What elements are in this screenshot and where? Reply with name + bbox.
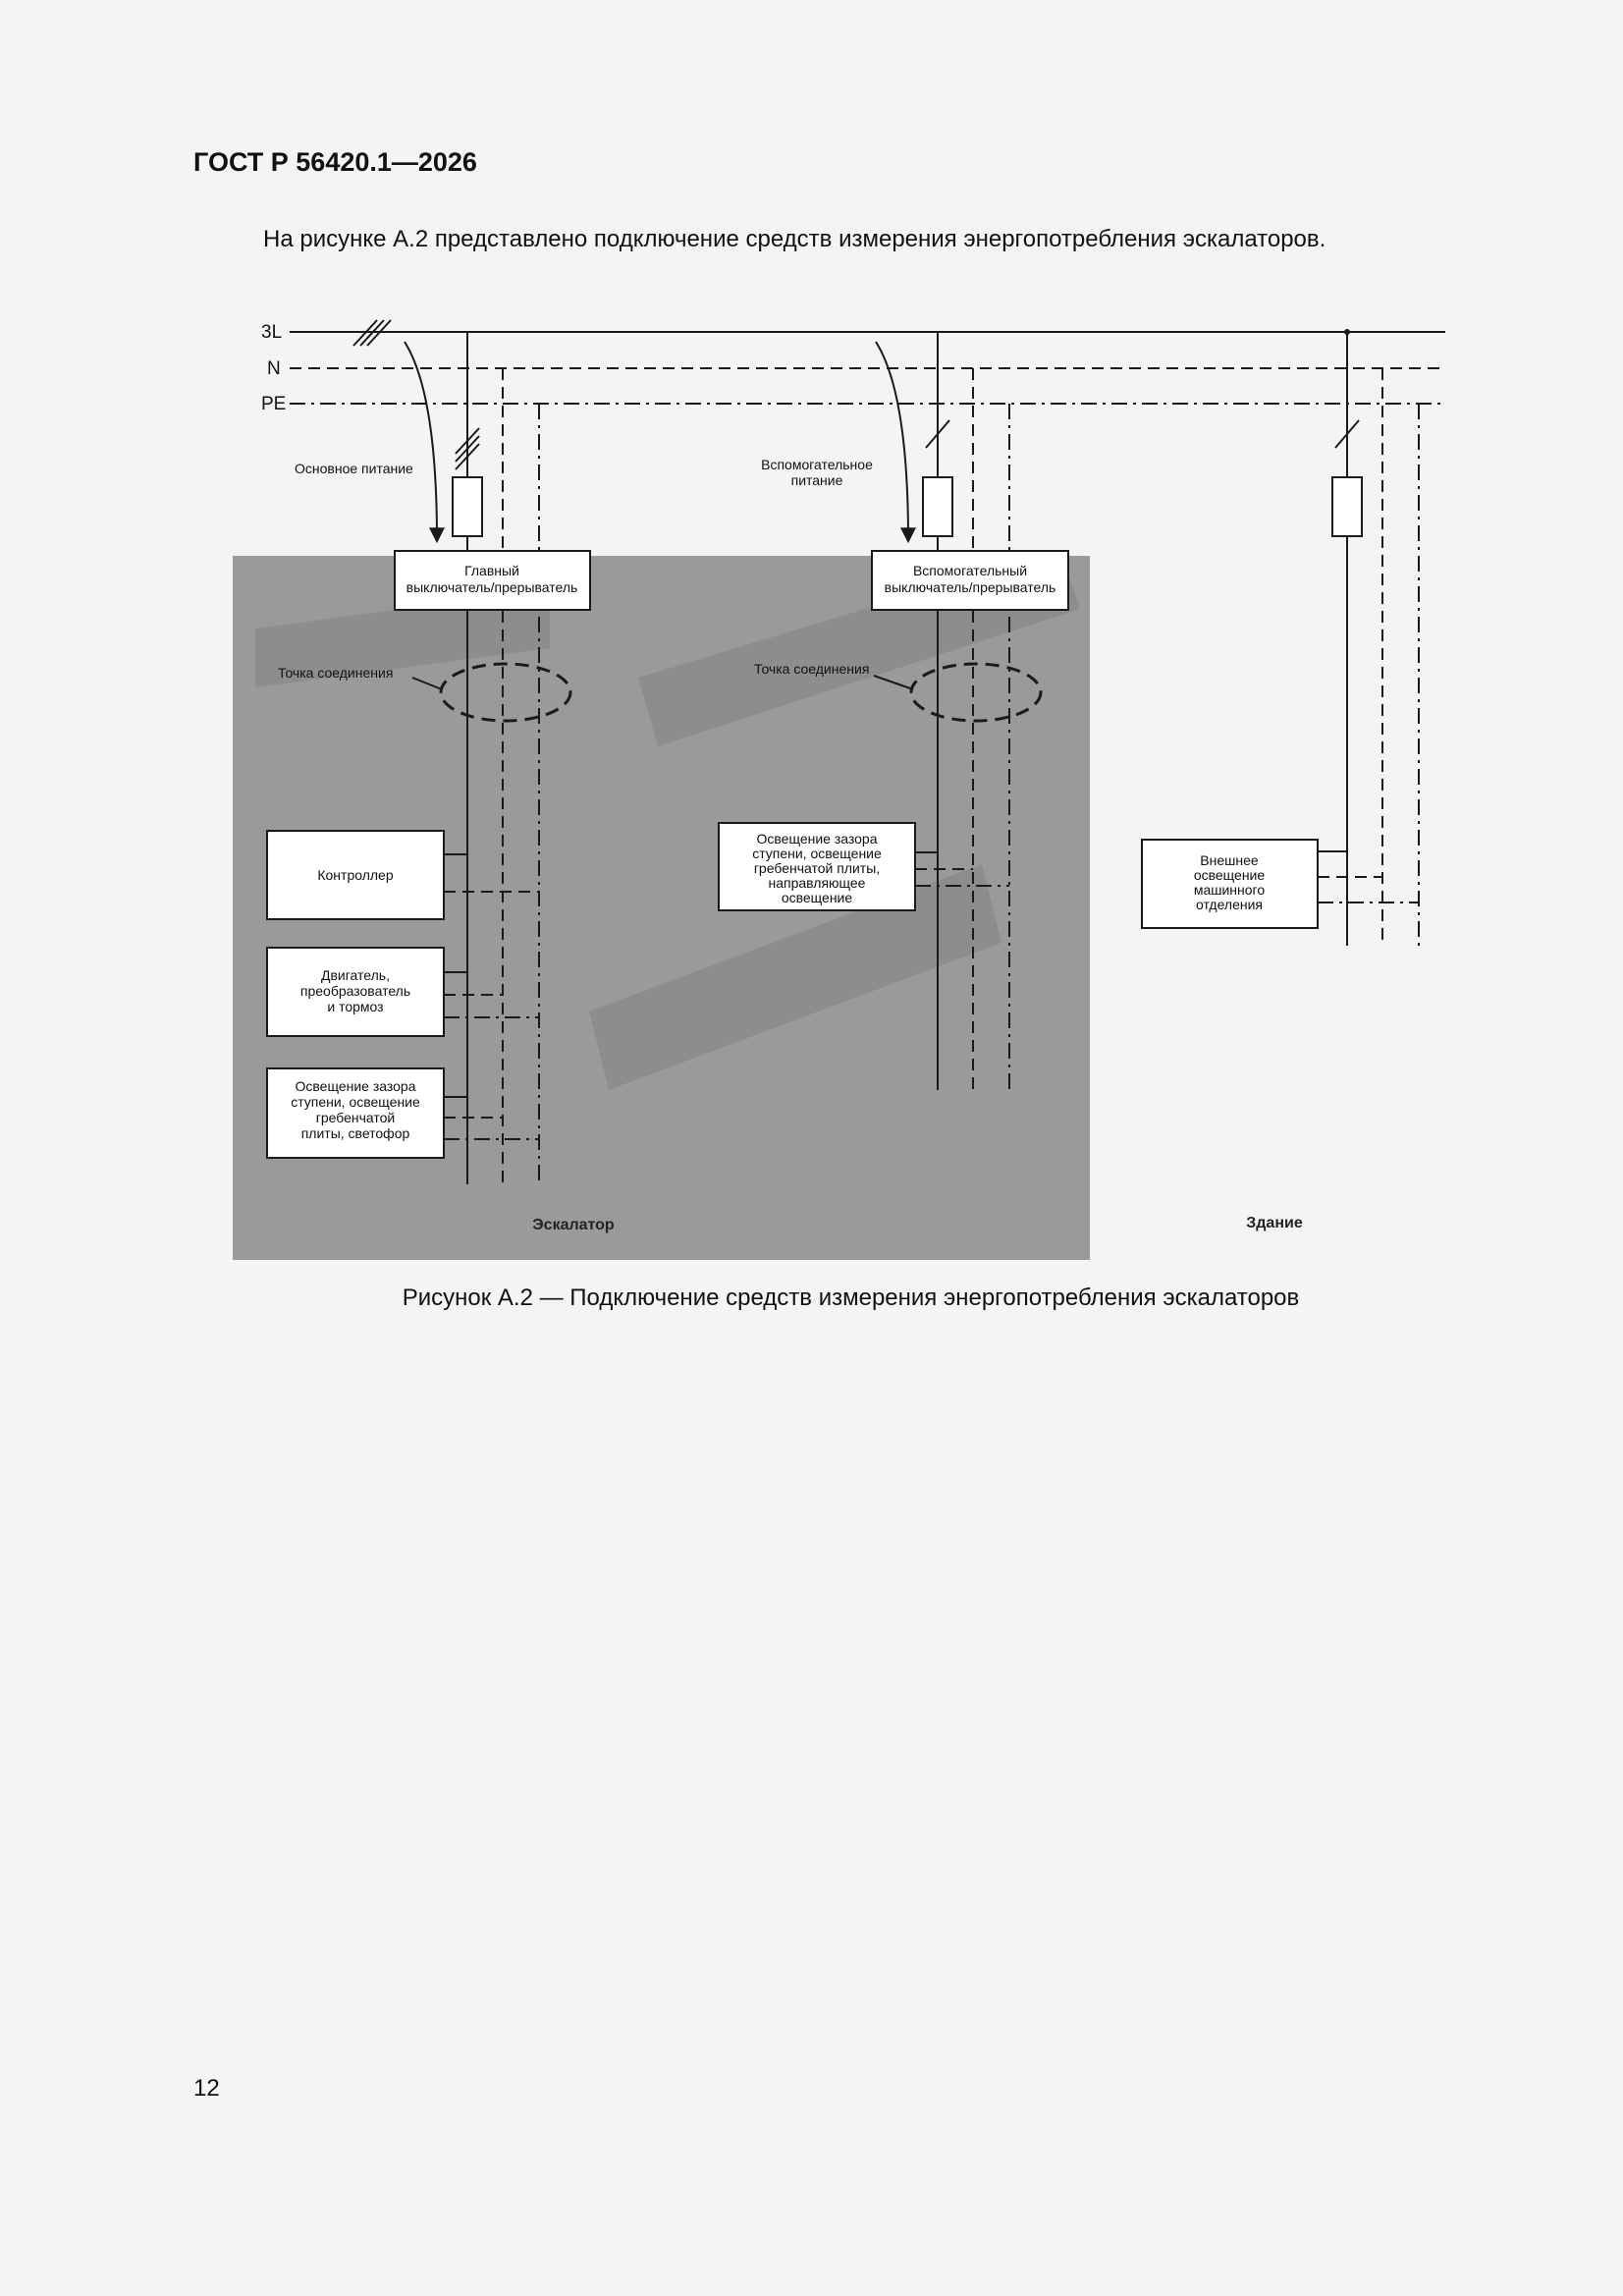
bus-label-pe: PE <box>261 394 286 414</box>
machine-room-label-line2: освещение <box>1194 867 1266 883</box>
aux-lighting-label-line1: Освещение зазора <box>757 831 878 847</box>
main-feed-lines <box>455 332 540 1184</box>
aux-lighting-taps <box>915 851 1009 887</box>
connection-pointer-aux <box>873 675 914 690</box>
intro-paragraph: На рисунке А.2 представлено подключение … <box>263 226 1326 252</box>
figure-caption: Рисунок А.2 — Подключение средств измере… <box>402 1285 1300 1311</box>
connection-pointer-main <box>411 677 443 690</box>
aux-feed-label-line2: питание <box>791 472 843 488</box>
aux-lighting-box <box>718 822 916 911</box>
motor-box <box>266 947 445 1037</box>
machine-room-taps <box>1318 850 1419 903</box>
controller-label: Контроллер <box>317 867 393 883</box>
aux-feed-label-line1: Вспомогательное <box>761 457 873 472</box>
building-area-label: Здание <box>1246 1215 1303 1231</box>
motor-label-line2: преобразователь <box>300 983 410 999</box>
main-switch-box <box>394 550 591 611</box>
machine-room-label-line1: Внешнее <box>1200 852 1259 868</box>
three-phase-mark <box>352 319 392 347</box>
aux-switch-label-line1: Вспомогательный <box>913 563 1027 578</box>
wiring-diagram: 3L N PE Основное питание Вспомогательное… <box>233 319 1445 1260</box>
aux-lighting-label-line3: гребенчатой плиты, <box>754 860 880 876</box>
step-lighting-label-line2: ступени, освещение <box>291 1094 420 1110</box>
machine-room-label-line4: отделения <box>1196 897 1263 912</box>
machine-room-label-line3: машинного <box>1194 882 1266 898</box>
machine-room-box <box>1141 839 1319 929</box>
escalator-area-label: Эскалатор <box>532 1217 615 1233</box>
building-fuse <box>1331 476 1363 537</box>
step-lighting-label-line1: Освещение зазора <box>296 1078 416 1094</box>
building-feed-lines <box>1334 332 1420 946</box>
controller-taps <box>444 853 539 893</box>
main-switch-label-line1: Главный <box>464 563 519 578</box>
connection-point-ellipse-aux <box>909 662 1043 723</box>
motor-label-line1: Двигатель, <box>321 967 390 983</box>
aux-lighting-label-line5: освещение <box>782 890 853 905</box>
motor-label-line3: и тормоз <box>327 999 383 1014</box>
aux-switch-label-line2: выключатель/прерыватель <box>885 579 1056 595</box>
step-lighting-label-line3: гребенчатой <box>316 1110 396 1125</box>
bus-label-3l: 3L <box>261 322 282 343</box>
controller-box <box>266 830 445 920</box>
connection-point-label-aux: Точка соединения <box>754 661 869 677</box>
motor-taps <box>444 971 539 1018</box>
aux-feed-lines <box>925 332 1010 1090</box>
main-fuse <box>452 476 483 537</box>
connection-point-ellipse-main <box>439 662 572 723</box>
aux-switch-box <box>871 550 1069 611</box>
main-feed-label: Основное питание <box>295 461 413 476</box>
aux-lighting-label-line2: ступени, освещение <box>752 846 882 861</box>
step-lighting-box <box>266 1067 445 1159</box>
main-feed-arrow <box>404 341 445 544</box>
page-number: 12 <box>193 2075 220 2102</box>
connection-point-label-main: Точка соединения <box>278 665 393 681</box>
step-lighting-taps <box>444 1096 539 1140</box>
aux-lighting-label-line4: направляющее <box>769 875 866 891</box>
step-lighting-label-line4: плиты, светофор <box>301 1125 410 1141</box>
aux-fuse <box>922 476 953 537</box>
bus-label-n: N <box>267 358 281 379</box>
document-header: ГОСТ Р 56420.1—2026 <box>193 147 477 177</box>
aux-feed-arrow <box>875 341 916 544</box>
bus-lines <box>290 331 1445 405</box>
main-switch-label-line2: выключатель/прерыватель <box>406 579 578 595</box>
